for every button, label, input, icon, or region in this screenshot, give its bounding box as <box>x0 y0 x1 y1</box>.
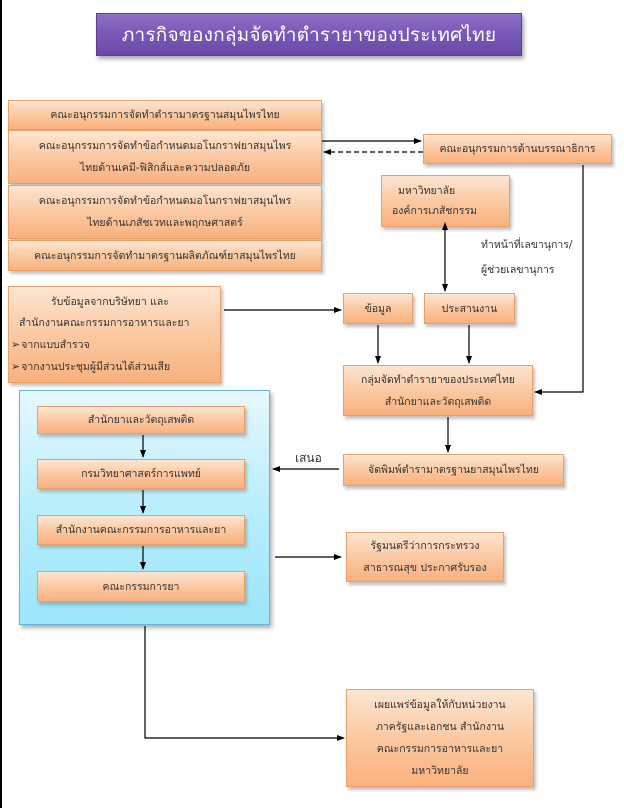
editorial-committee-box: คณะอนุกรรมการด้านบรรณาธิการ <box>423 134 612 164</box>
diagram-title-text: ภารกิจของกลุ่มจัดทำตำรายาของประเทศไทย <box>121 23 497 46</box>
input-line: รับข้อมูลจากบริษัทยา และ <box>51 295 169 308</box>
dissemination-line: คณะกรรมการอาหารและยา <box>376 743 504 755</box>
editorial-committee-label: คณะอนุกรรมการด้านบรรณาธิการ <box>439 143 596 155</box>
input-bullet-item: ➢จากแบบสำรวจ <box>11 334 90 356</box>
approval-step-label: คณะกรรมการยา <box>102 580 180 593</box>
bullet-text: จากแบบสำรวจ <box>21 338 90 351</box>
approval-step-label: สำนักยาและวัตถุเสพติด <box>87 414 195 426</box>
arrow-bullet-icon: ➢ <box>11 337 21 351</box>
data-box: ข้อมูล <box>343 293 413 324</box>
committee-line: คณะอนุกรรมการจัดทำข้อกำหนดมอโนกราฟยาสมุน… <box>38 140 292 152</box>
publish-box: จัดพิมพ์ตำรามาตรฐานยาสมุนไพรไทย <box>343 454 564 486</box>
minister-line: รัฐมนตรีว่าการกระทรวง <box>370 540 480 552</box>
approval-step-box: สำนักงานคณะกรรมการอาหารและยา <box>37 515 245 545</box>
committee-line: คณะอนุกรรมการจัดทำข้อกำหนดมอโนกราฟยาสมุน… <box>38 195 292 207</box>
approval-step-label: สำนักงานคณะกรรมการอาหารและยา <box>55 524 227 536</box>
input-sources-box: รับข้อมูลจากบริษัทยา และ สำนักงานคณะกรรม… <box>8 286 221 383</box>
minister-line: สาธารณสุข ประกาศรับรอง <box>363 562 487 574</box>
university-box: มหาวิทยาลัย องค์การเภสัชกรรม <box>381 175 510 227</box>
dissemination-line: มหาวิทยาลัย <box>411 765 469 777</box>
group-line: สำนักยาและวัตถุเสพติด <box>384 395 492 408</box>
committee-box-chem-phys: คณะอนุกรรมการจัดทำข้อกำหนดมอโนกราฟยาสมุน… <box>8 130 322 184</box>
committee-box-standards: คณะอนุกรรมการจัดทำตำรามาตรฐานสมุนไพรไทย <box>8 100 322 130</box>
pharmacopoeia-group-box: กลุ่มจัดทำตำรายาของประเทศไทย สำนักยาและว… <box>343 365 533 416</box>
minister-box: รัฐมนตรีว่าการกระทรวง สาธารณสุข ประกาศรั… <box>346 532 504 582</box>
approval-step-box: คณะกรรมการยา <box>37 571 245 602</box>
approval-step-label: กรมวิทยาศาสตร์การแพทย์ <box>81 468 201 480</box>
group-line: กลุ่มจัดทำตำรายาของประเทศไทย <box>361 373 515 386</box>
secretary-note-line: ผู้ช่วยเลขานุการ <box>481 264 555 276</box>
arrow-approval-to-dissemination <box>144 626 345 741</box>
diagram-title: ภารกิจของกลุ่มจัดทำตำรายาของประเทศไทย <box>96 13 522 56</box>
data-label: ข้อมูล <box>364 302 392 315</box>
dissemination-line: ภาครัฐและเอกชน สำนักงาน <box>375 721 505 733</box>
publish-label: จัดพิมพ์ตำรามาตรฐานยาสมุนไพรไทย <box>368 464 539 476</box>
secretary-note-line: ทำหน้าที่เลขานุการ/ <box>481 239 573 251</box>
committee-line: คณะอนุกรรมการจัดทำมาตรฐานผลิตภัณฑ์ยาสมุน… <box>34 249 296 262</box>
propose-label: เสนอ <box>295 451 322 465</box>
dissemination-line: เผยแพร่ข้อมูลให้กับหน่วยงาน <box>374 699 506 711</box>
arrow-bullet-icon: ➢ <box>11 359 21 373</box>
bullet-text: จากงานประชุมผู้มีส่วนได้ส่วนเสีย <box>21 360 171 373</box>
secretary-note: ทำหน้าที่เลขานุการ/ ผู้ช่วยเลขานุการ <box>481 234 572 281</box>
university-line: องค์การเภสัชกรรม <box>392 205 477 217</box>
page-left-border <box>0 0 2 808</box>
input-bullet-item: ➢จากงานประชุมผู้มีส่วนได้ส่วนเสีย <box>11 356 170 378</box>
committee-line: ไทยด้านเภสัชเวทและพฤกษศาสตร์ <box>87 217 243 229</box>
approval-step-box: สำนักยาและวัตถุเสพติด <box>37 406 245 434</box>
dissemination-box: เผยแพร่ข้อมูลให้กับหน่วยงาน ภาครัฐและเอก… <box>346 689 534 787</box>
input-line: สำนักงานคณะกรรมการอาหารและยา <box>19 316 190 329</box>
university-line: มหาวิทยาลัย <box>398 185 456 197</box>
committee-line: ไทยด้านเคมี-ฟิสิกส์และความปลอดภัย <box>79 162 251 174</box>
coordinate-label: ประสานงาน <box>441 302 498 315</box>
committee-box-products: คณะอนุกรรมการจัดทำมาตรฐานผลิตภัณฑ์ยาสมุน… <box>8 240 322 271</box>
coordinate-box: ประสานงาน <box>424 293 515 324</box>
committee-line: คณะอนุกรรมการจัดทำตำรามาตรฐานสมุนไพรไทย <box>50 109 280 121</box>
committee-box-pharmacognosy: คณะอนุกรรมการจัดทำข้อกำหนดมอโนกราฟยาสมุน… <box>8 185 322 239</box>
approval-step-box: กรมวิทยาศาสตร์การแพทย์ <box>37 459 245 489</box>
